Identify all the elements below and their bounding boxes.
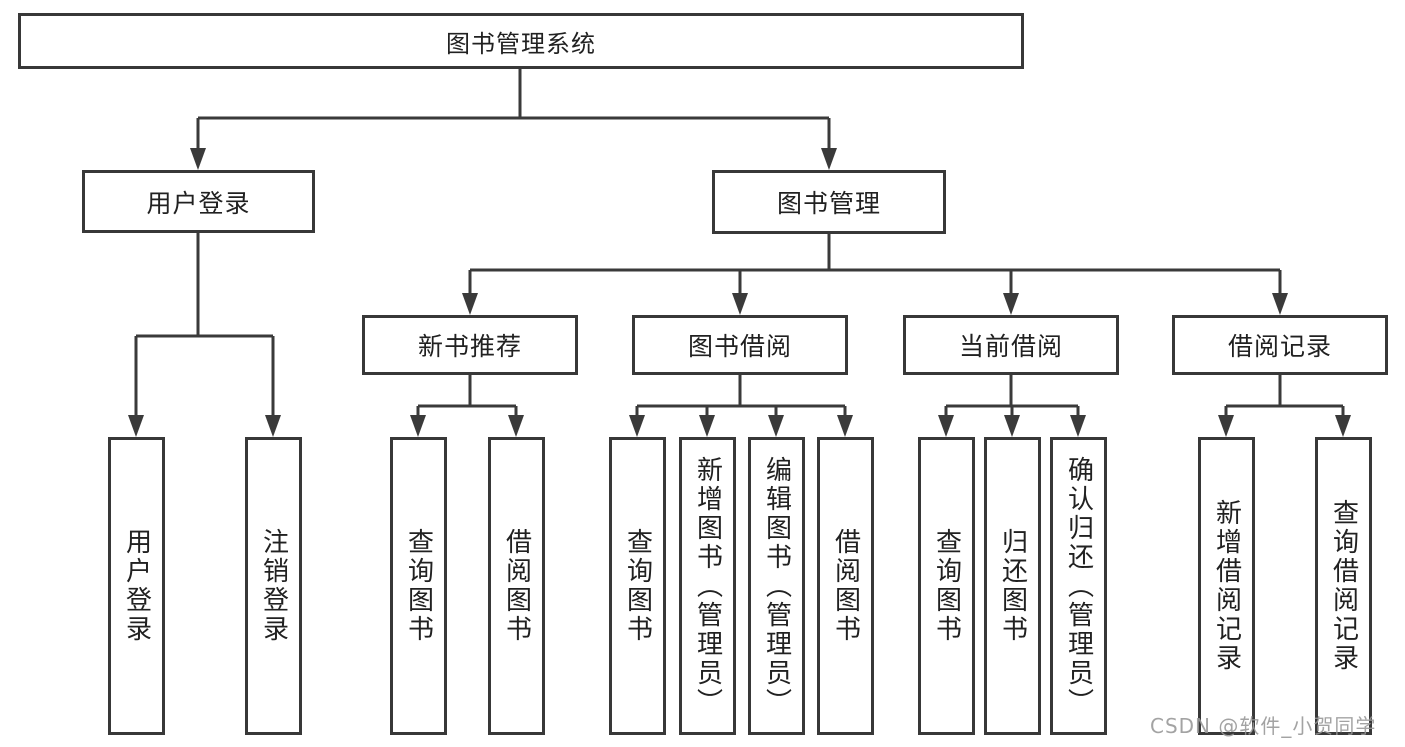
arrowheads bbox=[128, 148, 1351, 437]
node-leaf-current-query-books: 查询图书 bbox=[918, 437, 975, 735]
csdn-watermark: CSDN @软件_小贺同学 bbox=[1150, 714, 1377, 738]
node-library-management-system: 图书管理系统 bbox=[18, 13, 1024, 69]
node-leaf-borrowing-borrow-books: 借阅图书 bbox=[817, 437, 874, 735]
node-leaf-recommend-query-books: 查询图书 bbox=[390, 437, 447, 735]
node-leaf-logout: 注销登录 bbox=[245, 437, 302, 735]
node-user-login: 用户登录 bbox=[82, 170, 315, 233]
node-book-borrowing: 图书借阅 bbox=[632, 315, 848, 375]
node-leaf-records-add-record: 新增借阅记录 bbox=[1198, 437, 1255, 735]
node-current-borrowing: 当前借阅 bbox=[903, 315, 1119, 375]
node-leaf-borrowing-add-books-admin: 新增图书（管理员） bbox=[679, 437, 736, 735]
node-book-management: 图书管理 bbox=[712, 170, 946, 234]
node-borrowing-records: 借阅记录 bbox=[1172, 315, 1388, 375]
node-leaf-current-return-books: 归还图书 bbox=[984, 437, 1041, 735]
node-leaf-recommend-borrow-books: 借阅图书 bbox=[488, 437, 545, 735]
node-leaf-current-confirm-return-admin: 确认归还（管理员） bbox=[1050, 437, 1107, 735]
node-leaf-borrowing-edit-books-admin: 编辑图书（管理员） bbox=[748, 437, 805, 735]
node-new-book-recommend: 新书推荐 bbox=[362, 315, 578, 375]
node-leaf-borrowing-query-books: 查询图书 bbox=[609, 437, 666, 735]
connector-strokes bbox=[134, 69, 1345, 421]
node-leaf-records-query-record: 查询借阅记录 bbox=[1315, 437, 1372, 735]
node-leaf-user-login: 用户登录 bbox=[108, 437, 165, 735]
